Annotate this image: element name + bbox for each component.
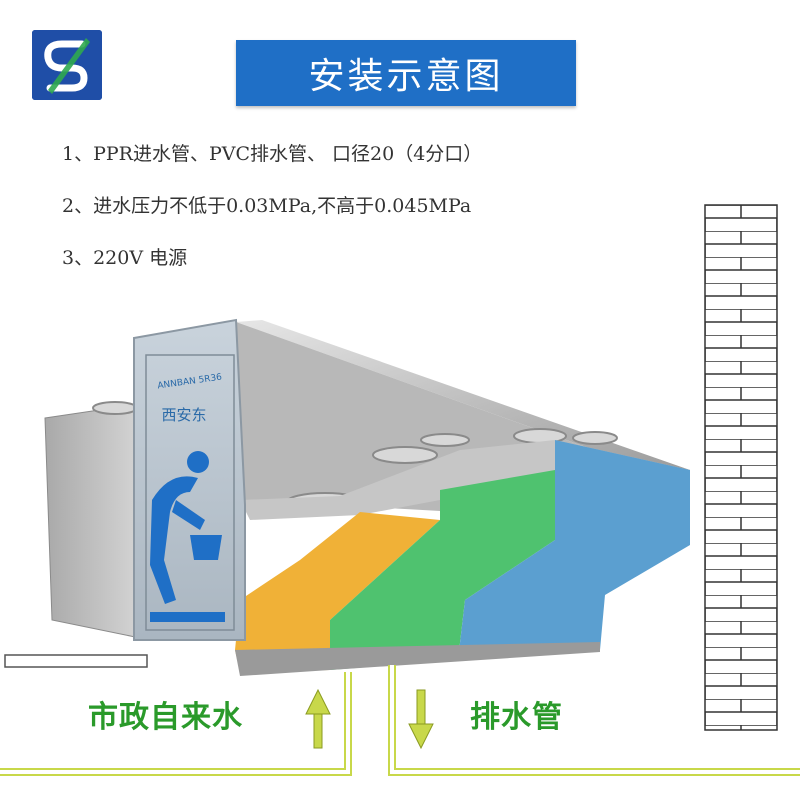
down-arrow-icon [408,689,434,750]
note-1: 1、PPR进水管、PVC排水管、 口径20（4分口） [62,143,483,165]
wall-ledge [4,654,148,668]
s-logo-icon [32,30,102,100]
sink-unit [44,318,690,676]
brand-logo [32,30,102,100]
green-trough [330,470,555,670]
note-3: 3、220V 电源 [62,247,188,269]
drain-pipe-inner [390,665,800,774]
panel-sign-line2: 西安东 [161,406,206,424]
drain-label: 排水管 [470,700,563,735]
installation-notes: 1、PPR进水管、PVC排水管、 口径20（4分口） 2、进水压力不低于0.03… [62,140,482,296]
blue-trough [458,440,690,660]
panel-sign: ANNBAN 5R36 西安东 [150,373,225,622]
page-title: 安装示意图 [236,40,576,106]
inlet-label: 市政自来水 [88,700,243,735]
person-washing-icon [150,451,225,622]
note-2: 2、进水压力不低于0.03MPa,不高于0.045MPa [62,195,472,217]
up-arrow-icon [305,688,331,749]
inlet-pipe-inner [0,672,350,774]
brick-wall [704,204,778,731]
orange-trough [235,512,440,672]
